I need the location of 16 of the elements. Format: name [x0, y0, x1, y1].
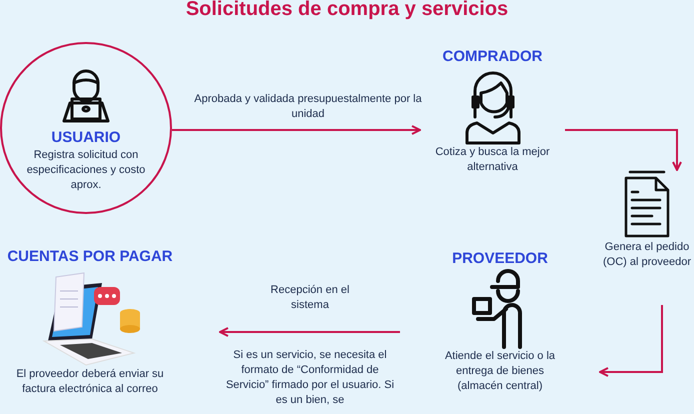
- role-heading: COMPRADOR: [442, 48, 542, 65]
- step-description: El proveedor deberá enviar su factura electrónica al correo: [15, 367, 165, 397]
- note-text: Si es un servicio, se necesita el formato de “Conformidad de Servicio” firmado por el usuario. Si es un bien, se: [224, 348, 396, 408]
- step-description: Registra solicitud con especificaciones y costo aprox.: [26, 148, 146, 193]
- step-description: Atiende el servicio o la entrega de bienes (almacén central): [444, 349, 556, 394]
- role-heading: CUENTAS POR PAGAR: [7, 248, 173, 265]
- role-heading: USUARIO: [51, 129, 121, 146]
- title: Solicitudes de compra y servicios: [184, 0, 510, 21]
- arrow: [599, 305, 663, 377]
- arrow: [565, 129, 682, 171]
- step-description: Genera el pedido (OC) al proveedor: [602, 240, 692, 270]
- role-circle: [0, 42, 172, 214]
- step-description: Cotiza y busca la mejor alternativa: [434, 145, 551, 175]
- arrow: [219, 327, 400, 337]
- arrow: [172, 125, 421, 135]
- role-heading: PROVEEDOR: [452, 250, 548, 267]
